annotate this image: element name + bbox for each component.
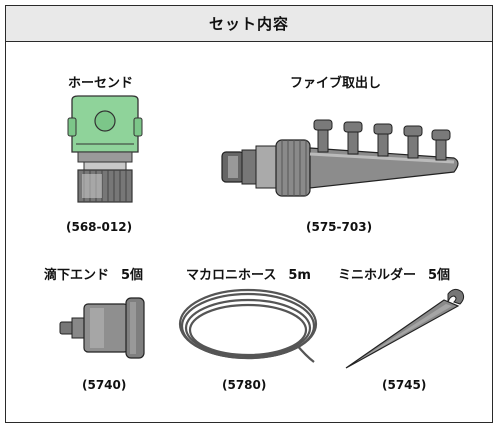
item-code-macaroni-hose: (5780) (222, 378, 267, 392)
item-label-hose-end: ホーセンド (68, 72, 133, 91)
item-qty: 5個 (121, 268, 144, 283)
item-name: マカロニホース (186, 268, 277, 283)
item-label-mini-holder: ミニホルダー 5個 (338, 264, 450, 283)
five-way-manifold-icon (221, 119, 459, 197)
item-code-hose-end: (568-012) (66, 220, 133, 234)
item-qty: 5m (288, 268, 311, 283)
item-name: 滴下エンド (44, 268, 110, 283)
item-name: ホーセンド (68, 76, 134, 91)
item-code-manifold: (575-703) (306, 220, 373, 234)
item-label-drip-end: 滴下エンド 5個 (44, 264, 143, 283)
item-label-manifold: ファイブ取出し (290, 72, 381, 91)
item-qty: 5個 (428, 268, 451, 283)
drip-end-icon (59, 297, 145, 359)
hose-end-icon (67, 95, 143, 203)
macaroni-hose-icon (178, 288, 318, 363)
item-name: ファイブ取出し (290, 76, 382, 91)
item-label-macaroni-hose: マカロニホース 5m (186, 264, 311, 283)
item-name: ミニホルダー (338, 268, 417, 283)
item-code-mini-holder: (5745) (382, 378, 427, 392)
item-code-drip-end: (5740) (82, 378, 127, 392)
panel-title: セット内容 (6, 6, 492, 42)
mini-holder-icon (345, 288, 465, 369)
contents-panel: セット内容 ホーセンド (568-012) ファイブ取出し (5, 5, 493, 423)
